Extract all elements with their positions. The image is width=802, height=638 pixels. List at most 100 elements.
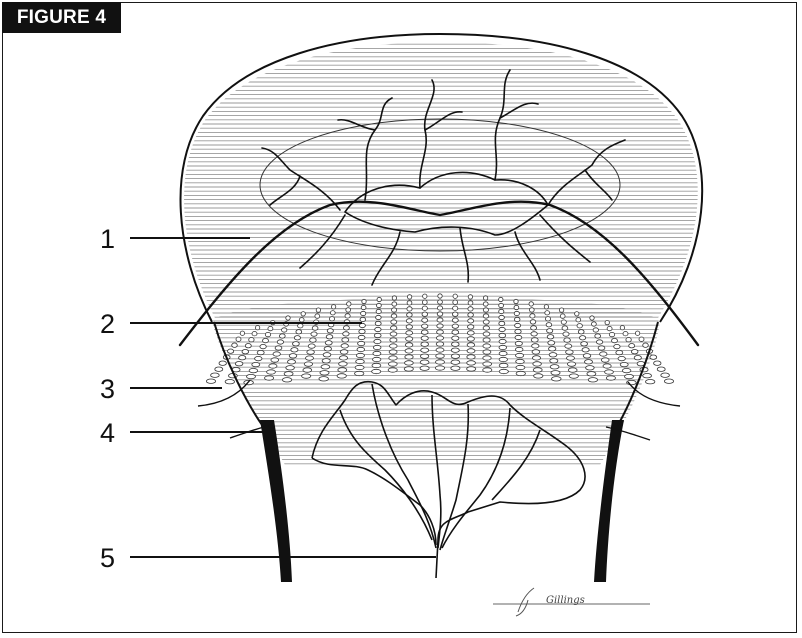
chondrocyte-cell (605, 320, 609, 324)
chondrocyte-cell (321, 365, 330, 369)
chondrocyte-cell (206, 379, 215, 383)
label-3: 3 (100, 374, 115, 404)
chondrocyte-cell (529, 308, 534, 312)
chondrocyte-cell (373, 351, 381, 355)
chondrocyte-cell (374, 339, 381, 343)
chondrocyte-cell (532, 356, 540, 360)
chondrocyte-cell (452, 336, 459, 340)
chondrocyte-cell (483, 314, 489, 318)
chondrocyte-cell (468, 313, 474, 317)
svg-text:Gillings: Gillings (546, 595, 585, 606)
chondrocyte-cell (533, 368, 542, 372)
chondrocyte-cell (499, 303, 504, 307)
chondrocyte-cell (301, 312, 305, 316)
chondrocyte-cell (590, 316, 594, 320)
chondrocyte-cell (483, 350, 491, 354)
chondrocyte-cell (279, 334, 285, 338)
chondrocyte-cell (340, 350, 348, 354)
chondrocyte-cell (405, 349, 413, 353)
chondrocyte-cell (516, 353, 524, 357)
chondrocyte-cell (319, 377, 329, 381)
chondrocyte-cell (324, 347, 331, 351)
chondrocyte-cell (435, 366, 444, 370)
metaphyseal-vessel-tree (312, 382, 585, 578)
chondrocyte-cell (375, 327, 381, 331)
chondrocyte-cell (600, 352, 607, 356)
chondrocyte-cell (467, 367, 476, 371)
chondrocyte-cell (388, 362, 397, 366)
chondrocyte-cell (389, 350, 397, 354)
chondrocyte-cell (499, 345, 507, 349)
chondrocyte-cell (620, 326, 624, 330)
chondrocyte-cell (616, 350, 623, 354)
chondrocyte-cell (406, 331, 413, 335)
chondrocyte-cell (609, 332, 614, 336)
chondrocyte-cell (391, 320, 397, 324)
chondrocyte-cell (247, 374, 256, 378)
chondrocyte-cell (516, 371, 525, 375)
chondrocyte-cell (331, 305, 335, 309)
chondrocyte-cell (327, 329, 333, 333)
chondrocyte-cell (531, 338, 538, 342)
chondrocyte-cell (436, 354, 445, 358)
chondrocyte-cell (515, 347, 523, 351)
chondrocyte-cell (483, 344, 491, 348)
chondrocyte-cell (586, 366, 595, 370)
chondrocyte-cell (569, 374, 578, 378)
chondrocyte-cell (267, 370, 276, 374)
chondrocyte-cell (468, 319, 474, 323)
chondrocyte-cell (452, 318, 458, 322)
chondrocyte-cell (296, 330, 302, 334)
chondrocyte-cell (405, 355, 413, 359)
chondrocyte-cell (215, 367, 223, 371)
chondrocyte-cell (532, 344, 539, 348)
chondrocyte-cell (468, 325, 474, 329)
chondrocyte-cell (343, 326, 349, 330)
chondrocyte-cell (260, 344, 266, 348)
chondrocyte-cell (483, 338, 490, 342)
chondrocyte-cell (304, 362, 312, 366)
chondrocyte-cell (545, 317, 550, 321)
chondrocyte-cell (514, 311, 519, 315)
chondrocyte-cell (239, 356, 246, 360)
chondrocyte-cell (345, 314, 350, 318)
chondrocyte-cell (406, 337, 413, 341)
chondrocyte-cell (372, 363, 381, 367)
label-1: 1 (100, 224, 115, 254)
chondrocyte-cell (376, 309, 381, 313)
chondrocyte-cell (607, 326, 612, 330)
chondrocyte-cell (407, 307, 412, 311)
chondrocyte-cell (423, 294, 427, 298)
chondrocyte-cell (228, 349, 234, 353)
chondrocyte-cell (661, 373, 670, 377)
chondrocyte-cell (453, 294, 457, 298)
chondrocyte-cell (391, 314, 397, 318)
chondrocyte-cell (392, 308, 397, 312)
chondrocyte-cell (499, 339, 506, 343)
chondrocyte-cell (437, 306, 442, 310)
chondrocyte-cell (339, 362, 348, 366)
chondrocyte-cell (390, 344, 398, 348)
chondrocyte-cell (657, 367, 665, 371)
chondrocyte-cell (532, 350, 540, 354)
chondrocyte-cell (390, 332, 397, 336)
chondrocyte-cell (483, 302, 488, 306)
chondrocyte-cell (499, 351, 507, 355)
chondrocyte-cell (219, 361, 226, 365)
chondrocyte-cell (531, 326, 537, 330)
chondrocyte-cell (265, 376, 274, 380)
label-5: 5 (100, 543, 115, 573)
chondrocyte-cell (277, 340, 283, 344)
chondrocyte-cell (389, 356, 397, 360)
chondrocyte-cell (422, 324, 428, 328)
chondrocyte-cell (639, 337, 644, 341)
chondrocyte-cell (374, 333, 381, 337)
chondrocyte-cell (587, 372, 596, 376)
chondrocyte-cell (436, 336, 443, 340)
chondrocyte-cell (483, 320, 489, 324)
chondrocyte-cell (263, 338, 269, 342)
chondrocyte-cell (559, 308, 563, 312)
chondrocyte-cell (515, 323, 521, 327)
chondrocyte-cell (320, 371, 329, 375)
chondrocyte-cell (436, 360, 445, 364)
